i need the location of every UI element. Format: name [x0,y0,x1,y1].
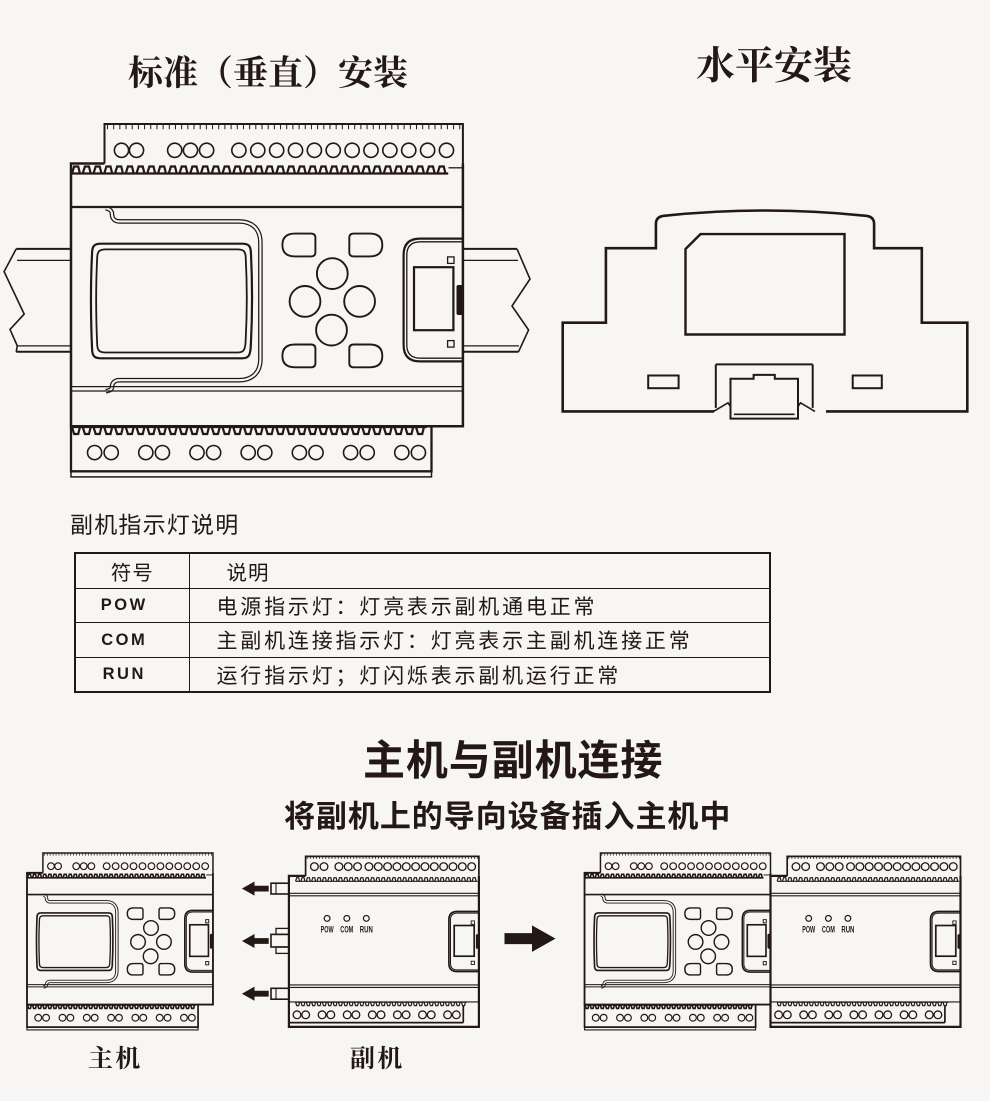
col-header-symbol: 符号 [74,552,190,589]
col-header-description: 说明 [188,552,770,589]
led-label-com: COM [340,925,353,935]
description-run: 运行指示灯；灯闪烁表示副机运行正常 [188,657,770,693]
insert-direction-arrows-icon [241,881,269,1001]
slave-device-label: 副机 [350,1039,405,1075]
symbol-pow: POW [74,587,190,624]
led-label-pow-assembled: POW [802,925,815,935]
symbol-run: RUN [74,657,190,693]
led-label-pow: POW [321,925,334,935]
connection-section-subtitle: 将副机上的导向设备插入主机中 [284,791,732,836]
din-rails-icon [3,247,531,353]
led-label-com-assembled: COM [822,925,835,935]
assembled-slave-icon: POW COM RUN [769,855,962,1028]
master-device-icon [26,852,214,1031]
horizontal-install-title: 水平安装 [696,35,853,91]
slave-device-icon: POW COM RUN [287,855,480,1028]
description-com: 主副机连接指示灯：灯亮表示主副机连接正常 [188,622,770,659]
table-row: COM 主副机连接指示灯：灯亮表示主副机连接正常 [74,622,770,659]
led-label-run-assembled: RUN [841,925,854,935]
indicator-table: 符号 说明 POW 电源指示灯：灯亮表示副机通电正常 COM 主副机连接指示灯：… [74,552,771,694]
horizontal-install-diagram [561,209,969,420]
led-label-run: RUN [360,925,373,935]
master-device-label: 主机 [88,1039,143,1075]
slave-plugs-icon [270,882,290,1000]
description-pow: 电源指示灯：灯亮表示副机通电正常 [188,587,770,624]
flow-arrow-icon [504,925,556,952]
indicator-table-caption: 副机指示灯说明 [70,506,240,540]
connection-diagram: POW COM RUN [26,852,962,1031]
vertical-install-title: 标准（垂直）安装 [128,46,409,96]
symbol-com: COM [74,622,190,659]
plc-master-front-icon [69,123,465,478]
table-row: RUN 运行指示灯；灯闪烁表示副机运行正常 [74,657,770,693]
assembled-master-icon [583,852,772,1031]
table-row: POW 电源指示灯：灯亮表示副机通电正常 [74,587,770,624]
table-header-row: 符号 说明 [74,552,770,589]
connection-section-title: 主机与副机连接 [363,727,664,788]
vertical-install-diagram [3,123,531,478]
